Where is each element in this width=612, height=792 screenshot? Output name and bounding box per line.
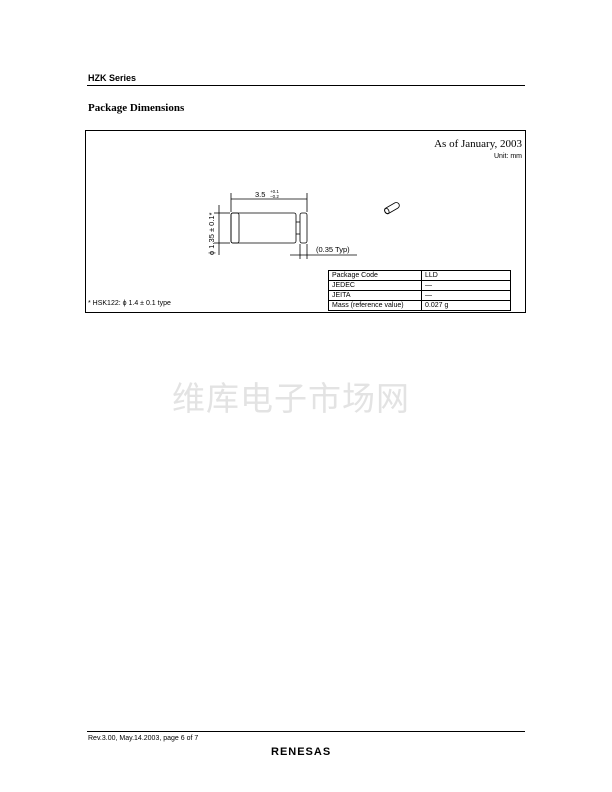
diode-3d-icon: [384, 202, 400, 215]
length-dim: 3.5: [255, 190, 265, 199]
cell-value: —: [421, 280, 511, 291]
cell-label: JEITA: [328, 290, 422, 301]
revision-info: Rev.3.00, May.14.2003, page 6 of 7: [88, 735, 199, 742]
unit-label: Unit: mm: [494, 153, 522, 160]
table-row: JEITA—: [328, 290, 511, 301]
footnote: * HSK122: ϕ 1.4 ± 0.1 type: [88, 300, 171, 307]
table-row: Mass (reference value)0.027 g: [328, 300, 511, 311]
package-dimensions-box: [85, 130, 526, 313]
cell-value: LLD: [421, 270, 511, 281]
watermark: 维库电子市场网: [172, 379, 410, 418]
cell-label: JEDEC: [328, 280, 422, 291]
header-rule: [87, 85, 525, 86]
cell-label: Mass (reference value): [328, 300, 422, 311]
table-row: JEDEC—: [328, 280, 511, 291]
length-tol-plus: +0.1: [270, 189, 279, 194]
footer-rule: [87, 731, 525, 732]
diode-body: [230, 212, 297, 244]
renesas-logo: RENESAS: [271, 746, 332, 758]
diameter-dim: ϕ 1.35 ± 0.1*: [207, 212, 216, 255]
series-header: HZK Series: [88, 73, 137, 83]
section-title: Package Dimensions: [88, 102, 185, 114]
length-tol-minus: −0.2: [270, 194, 279, 199]
cell-value: 0.027 g: [421, 300, 511, 311]
cell-value: —: [421, 290, 511, 301]
cell-label: Package Code: [328, 270, 422, 281]
right-cap: [299, 212, 308, 244]
left-cap: [230, 212, 240, 244]
as-of-date: As of January, 2003: [434, 138, 522, 150]
cap-dim: (0.35 Typ): [316, 245, 350, 254]
